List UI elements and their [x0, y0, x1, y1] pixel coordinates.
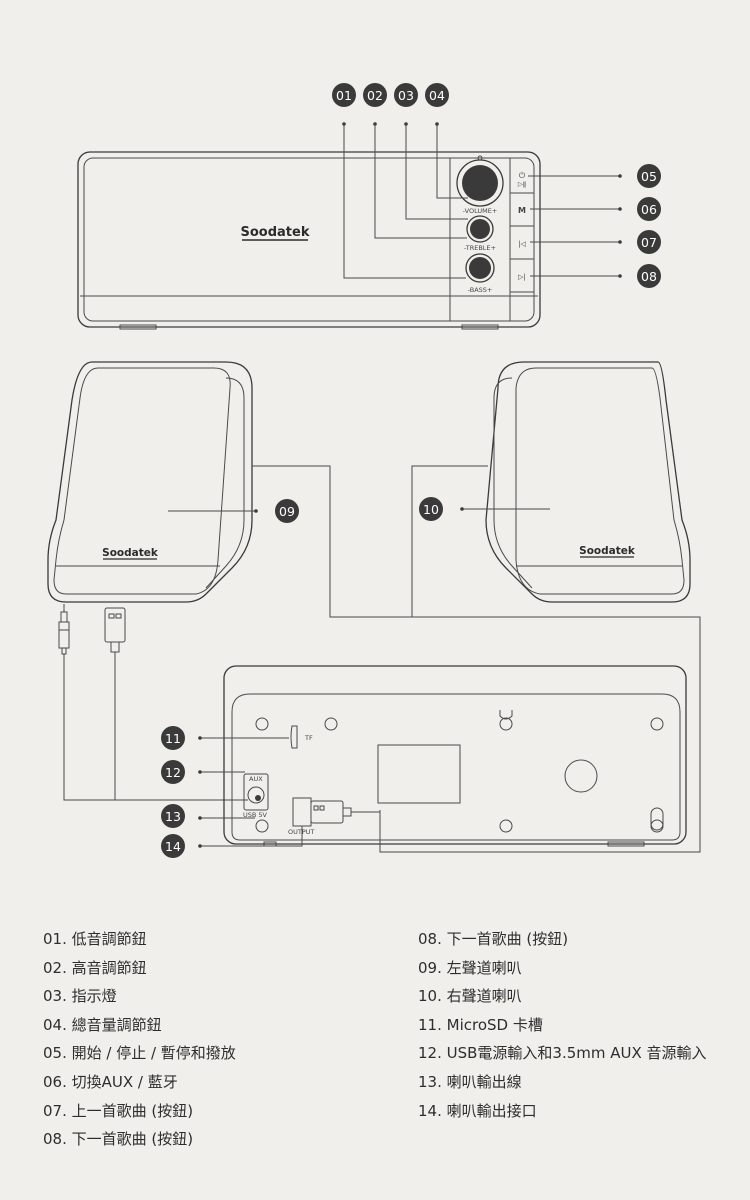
legend-item: 01. 低音調節鈕	[43, 930, 147, 948]
power-icon: ⏻	[519, 171, 526, 180]
rear-leader-lines	[198, 736, 303, 848]
badge-10: 10	[419, 497, 443, 521]
treble-knob[interactable]	[466, 215, 494, 243]
legend-left-column: 01. 低音調節鈕 02. 高音調節鈕 03. 指示燈 04. 總音量調節鈕 0…	[43, 925, 236, 1154]
badge-09: 09	[275, 499, 299, 523]
svg-text:11: 11	[165, 731, 181, 746]
right-speaker: Soodatek	[485, 361, 691, 603]
usb-5v-label: USB 5V	[243, 811, 268, 819]
legend-item: 08. 下一首歌曲 (按鈕)	[43, 1130, 194, 1149]
legend-item: 08. 下一首歌曲 (按鈕)	[418, 930, 569, 948]
control-unit: Soodatek -VOLUME+ -TREBLE+ -BASS+ ⏻ ▷ǁ M…	[77, 151, 541, 330]
tf-label: TF	[304, 734, 313, 742]
legend-right-column: 08. 下一首歌曲 (按鈕) 09. 左聲道喇叭 10. 右聲道喇叭 11. M…	[418, 925, 707, 1125]
svg-text:09: 09	[279, 504, 295, 519]
left-speaker: Soodatek	[47, 361, 253, 603]
svg-text:08: 08	[641, 269, 657, 284]
treble-label: -TREBLE+	[464, 244, 496, 252]
legend-item: 02. 高音調節鈕	[43, 958, 147, 977]
badge-05: 05	[637, 164, 661, 188]
next-track-icon[interactable]: ▷|	[518, 273, 526, 281]
base-unit-back: TF AUX USB 5V OUTPUT	[223, 665, 687, 852]
badge-06: 06	[637, 197, 661, 221]
legend-item: 14. 喇叭輸出接口	[418, 1101, 537, 1120]
usb-cable	[104, 607, 126, 800]
svg-text:04: 04	[429, 88, 445, 103]
legend-item: 13. 喇叭輸出線	[418, 1072, 522, 1091]
left-speaker-logo: Soodatek	[102, 547, 159, 559]
aux-cable	[58, 604, 248, 801]
svg-text:02: 02	[367, 88, 383, 103]
play-pause-icon: ▷ǁ	[518, 180, 526, 188]
svg-text:06: 06	[641, 202, 657, 217]
badge-11: 11	[161, 726, 185, 750]
badge-07: 07	[637, 230, 661, 254]
bass-knob[interactable]	[465, 253, 495, 283]
badge-01: 01	[332, 83, 356, 107]
bass-label: -BASS+	[468, 286, 493, 294]
svg-text:03: 03	[398, 88, 414, 103]
control-brand-logo: Soodatek	[241, 225, 310, 240]
badge-14: 14	[161, 834, 185, 858]
speaker-wires	[252, 465, 701, 853]
badge-03: 03	[394, 83, 418, 107]
svg-text:05: 05	[641, 169, 657, 184]
badge-02: 02	[363, 83, 387, 107]
badge-08: 08	[637, 264, 661, 288]
legend-item: 04. 總音量調節鈕	[43, 1015, 162, 1034]
aux-label: AUX	[249, 775, 263, 783]
svg-text:01: 01	[336, 88, 352, 103]
play-pause-button[interactable]: ⏻ ▷ǁ	[518, 171, 526, 188]
svg-text:13: 13	[165, 809, 181, 824]
legend-item: 07. 上一首歌曲 (按鈕)	[43, 1101, 194, 1120]
legend-item: 06. 切換AUX / 藍牙	[43, 1072, 178, 1091]
legend-item: 03. 指示燈	[43, 987, 117, 1006]
legend-item: 10. 右聲道喇叭	[418, 987, 522, 1006]
badge-12: 12	[161, 760, 185, 784]
badge-13: 13	[161, 804, 185, 828]
svg-text:14: 14	[165, 839, 181, 854]
mode-button[interactable]: M	[518, 206, 526, 215]
previous-track-icon[interactable]: |◁	[518, 240, 526, 248]
badge-04: 04	[425, 83, 449, 107]
right-speaker-logo: Soodatek	[579, 545, 636, 557]
volume-label: -VOLUME+	[463, 207, 498, 215]
product-diagram: Soodatek -VOLUME+ -TREBLE+ -BASS+ ⏻ ▷ǁ M…	[47, 83, 701, 858]
volume-knob[interactable]	[456, 155, 504, 207]
top-leader-lines	[342, 122, 622, 279]
svg-text:10: 10	[423, 502, 439, 517]
legend-item: 05. 開始 / 停止 / 暫停和撥放	[43, 1044, 236, 1063]
legend-item: 09. 左聲道喇叭	[418, 958, 522, 977]
svg-text:12: 12	[165, 765, 181, 780]
output-label: OUTPUT	[288, 828, 315, 836]
parts-legend: 01. 低音調節鈕 02. 高音調節鈕 03. 指示燈 04. 總音量調節鈕 0…	[0, 925, 750, 1175]
legend-item: 12. USB電源輸入和3.5mm AUX 音源輸入	[418, 1044, 707, 1063]
legend-item: 11. MicroSD 卡槽	[418, 1015, 543, 1034]
svg-text:07: 07	[641, 235, 657, 250]
